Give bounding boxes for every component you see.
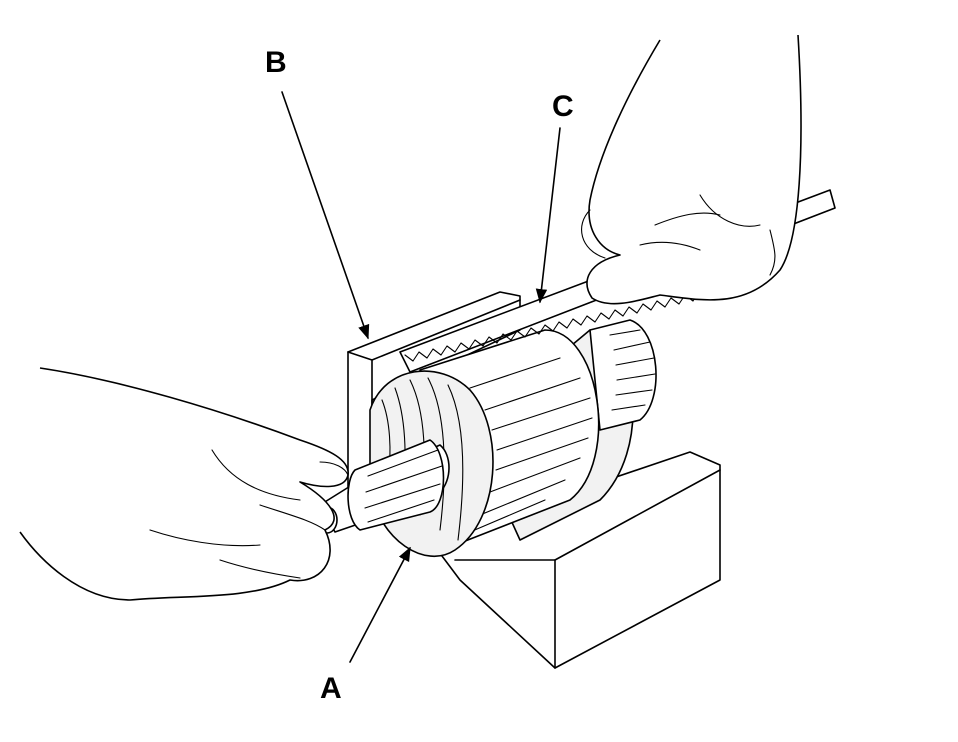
right-hand (581, 34, 802, 305)
v-block (429, 451, 721, 669)
leader-b (281, 91, 370, 340)
label-c: C (552, 90, 574, 123)
leader-a (349, 546, 411, 663)
armature (316, 319, 657, 557)
leader-lines (281, 91, 561, 663)
left-hand (19, 367, 349, 601)
label-b: B (265, 46, 287, 79)
leader-c (535, 127, 561, 304)
label-a: A (320, 672, 342, 705)
